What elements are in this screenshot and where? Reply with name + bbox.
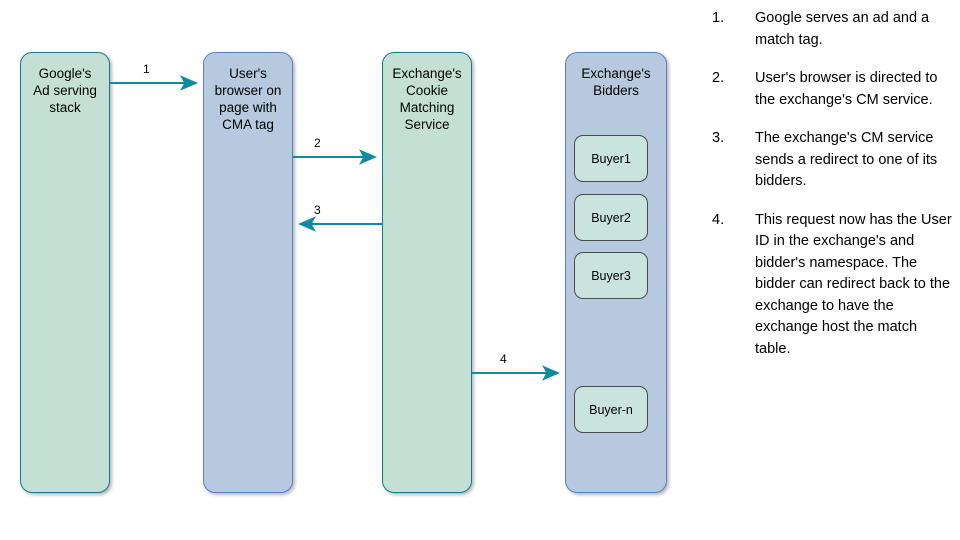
buyer-box-buyer2[interactable]: Buyer2 [574,194,648,241]
step-item: 1. Google serves an ad and a match tag. [706,8,956,51]
node-google-ad-serving-stack[interactable]: Google's Ad serving stack [20,52,110,493]
arrow-4-label: 4 [500,352,507,366]
step-item: 2. User's browser is directed to the exch… [706,68,956,111]
step-text: User's browser is directed to the exchan… [755,70,938,108]
step-item: 3. The exchange's CM service sends a redi… [706,128,956,193]
buyer-box-buyer-n[interactable]: Buyer-n [574,386,648,433]
arrow-1-label: 1 [143,62,150,76]
step-number: 1. [712,10,725,26]
arrow-2-label: 2 [314,136,321,150]
arrow-3-label: 3 [314,203,321,217]
node-label-google-ad-serving-stack: Google's Ad serving stack [33,66,97,115]
steps-list: 1. Google serves an ad and a match tag. 2.… [706,8,956,377]
node-user-browser[interactable]: User's browser on page with CMA tag [203,52,293,493]
node-label-user-browser: User's browser on page with CMA tag [214,66,282,132]
step-text: This request now has the User ID in the … [755,211,952,357]
step-number: 3. [712,130,725,146]
node-label-exchange-bidders: Exchange's Bidders [581,66,651,98]
node-label-exchange-cookie-matching-service: Exchange's Cookie Matching Service [392,66,462,132]
step-number: 2. [712,70,725,86]
node-exchange-cookie-matching-service[interactable]: Exchange's Cookie Matching Service [382,52,472,493]
buyer-box-buyer3[interactable]: Buyer3 [574,252,648,299]
step-number: 4. [712,211,725,228]
buyer-box-buyer1[interactable]: Buyer1 [574,135,648,182]
step-item: 4. This request now has the User ID in th… [706,210,956,361]
step-text: Google serves an ad and a match tag. [755,10,930,48]
step-text: The exchange's CM service sends a redire… [755,130,938,189]
